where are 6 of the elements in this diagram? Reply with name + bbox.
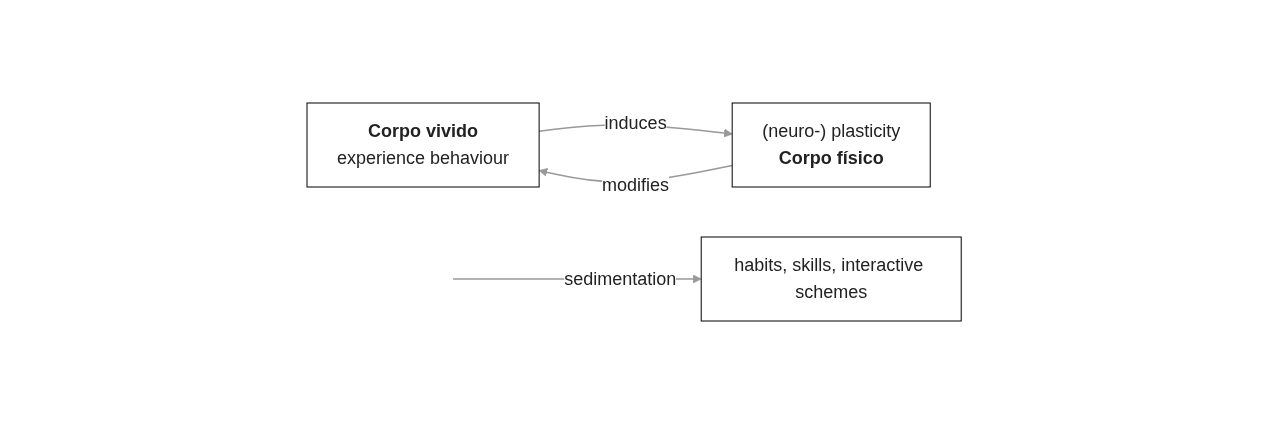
node-box: Corpo vivido experience behaviour <box>306 102 540 187</box>
node-box: (neuro-) plasticity Corpo físico <box>732 102 932 187</box>
edge-label: modifies <box>602 174 670 195</box>
node-box: habits, skills, interactive schemes <box>701 236 963 321</box>
edge-label: sedimentation <box>564 268 677 288</box>
edge-label: induces <box>604 112 668 133</box>
